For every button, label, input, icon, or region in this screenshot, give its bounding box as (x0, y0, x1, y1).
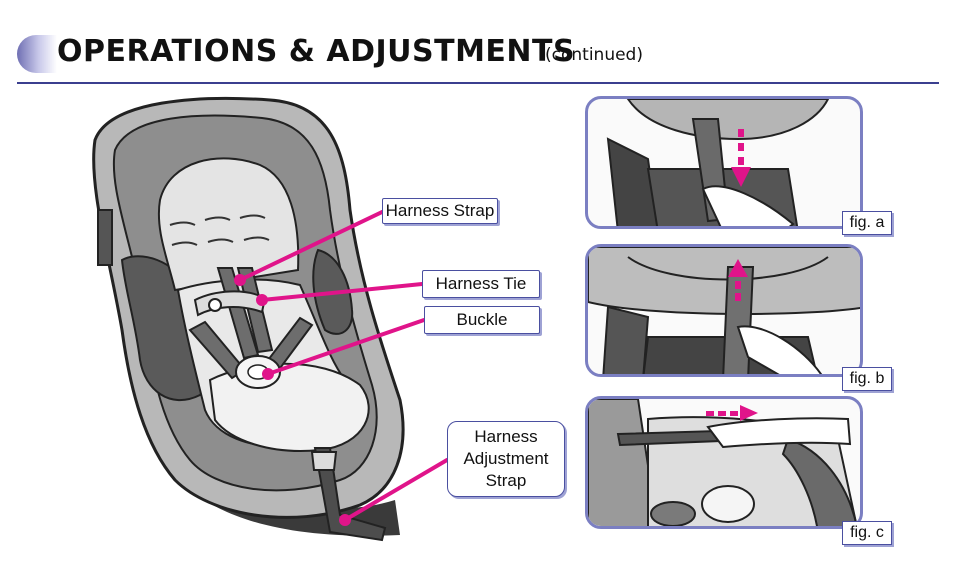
buckle-label: Buckle (424, 306, 540, 334)
figure-b-tag: fig. b (842, 367, 892, 391)
harness-tie-dot (256, 294, 268, 306)
harness-strap-label: Harness Strap (382, 198, 498, 224)
adjustment-strap-label: Harness Adjustment Strap (447, 421, 565, 497)
adjustment-strap-label-line-2: Adjustment (463, 449, 549, 468)
figure-a-illustration (606, 99, 830, 226)
adjustment-strap-leader (343, 458, 449, 522)
adjustment-strap-label-line-1: Harness (474, 427, 538, 446)
buckle-dot (262, 368, 274, 380)
figure-b-panel (585, 244, 863, 377)
adjustment-strap-label-line-3: Strap (485, 471, 527, 490)
harness-tie-label: Harness Tie (422, 270, 540, 298)
page-subtitle: (continued) (545, 45, 643, 65)
figure-a-tag: fig. a (842, 211, 892, 235)
figure-c-illustration (588, 399, 858, 526)
title-accent-pill (17, 35, 57, 73)
page-title: OPERATIONS & ADJUSTMENTS (57, 34, 576, 69)
harness-tie-leader (260, 282, 424, 302)
title-rule (17, 82, 939, 84)
figure-c-panel (585, 396, 863, 529)
buckle-leader (266, 318, 426, 376)
figure-b-illustration (588, 247, 860, 374)
figure-c-tag: fig. c (842, 521, 892, 545)
harness-strap-leader (238, 210, 384, 282)
figure-a-panel (585, 96, 863, 229)
harness-strap-dot (234, 274, 246, 286)
adjustment-strap-dot (339, 514, 351, 526)
